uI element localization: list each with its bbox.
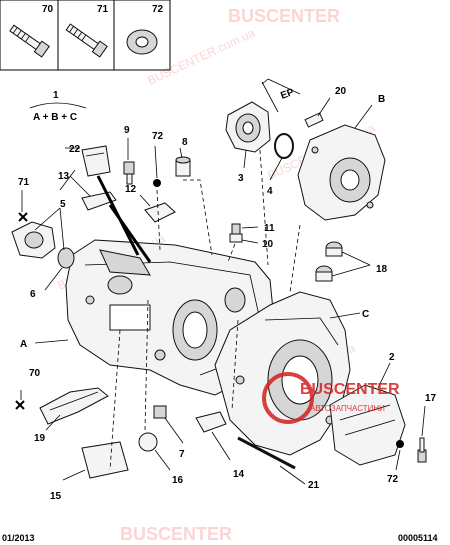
header-label-72: 72 [152,4,164,15]
callout-7: 7 [179,449,185,460]
header-label-71: 71 [97,4,109,15]
callout-labels: 22 71 13 5 6 A 70 19 15 9 72 8 12 11 10 … [18,86,437,502]
part-16-plug [138,432,158,452]
logo-ring-icon [262,372,314,424]
header-label-70: 70 [42,4,54,15]
callout-13: 13 [58,171,70,182]
bolt-70-icon [9,24,50,58]
callout-15: 15 [50,491,62,502]
part-5-seal-housing [11,221,56,259]
callout-21: 21 [308,480,320,491]
logo-text: BUSCENTER [300,381,400,398]
part-20-pin [304,112,324,128]
part-3-bearing-housing [225,101,271,153]
callout-12: 12 [125,184,137,195]
dashed-guides [109,149,301,471]
callout-9: 9 [124,125,130,136]
part-15-pad [81,441,129,479]
footer-date: 01/2013 [2,533,35,543]
part-72-marker [153,179,161,187]
callout-17: 17 [425,393,437,404]
assembly-number: 1 [53,90,59,101]
callout-3: 3 [238,173,244,184]
callout-b: B [378,94,385,105]
part-6-seal [57,247,75,269]
callout-a: A [20,339,27,350]
callout-22: 22 [69,144,81,155]
part-22-bracket [81,145,111,177]
part-72b-marker [396,440,404,448]
callout-20: 20 [335,86,347,97]
callout-19: 19 [34,433,46,444]
watermark-bottom: BUSCENTER [120,524,232,544]
part-11-sensor [229,223,243,243]
thick-leaders [96,175,152,263]
callout-10: 10 [262,239,274,250]
part-14-clip [195,411,227,433]
callout-18: 18 [376,264,388,275]
assembly-label: 1 A + B + C [29,90,87,123]
header-box-72 [113,0,171,71]
header-parts-row: 70 71 72 [0,0,171,71]
ep-label: EP [279,87,296,102]
logo-subtitle: АВТОЗАПЧАСТИНИ [310,404,385,413]
part-8-sleeve [175,156,191,177]
part-2-cover [329,384,406,466]
bolt-71-icon [65,23,108,58]
callout-8: 8 [182,137,188,148]
buscenter-logo: BUSCENTER АВТОЗАПЧАСТИНИ [262,372,400,424]
leader-lines [20,97,426,485]
callout-c: C [362,309,369,320]
assembly-formula: A + B + C [33,112,77,123]
part-21-rod [237,436,296,470]
part-4-o-ring [274,133,294,159]
part-12-block [144,202,176,223]
rear-cover-b [297,124,386,221]
callout-14: 14 [233,469,245,480]
part-18-plugs [315,241,343,282]
cross-markers [15,212,28,410]
callout-11: 11 [264,223,275,234]
part-7-bush [153,405,167,419]
callout-5: 5 [60,199,66,210]
part-17-bolt [417,437,427,463]
part-9-bolt [123,161,135,185]
watermark-diagonal-1: BUSCENTER.com.ua [145,26,257,88]
callout-72b: 72 [387,474,399,485]
ep-dimension: EP [261,78,301,113]
callout-2: 2 [389,352,395,363]
callout-16: 16 [172,475,184,486]
callout-6: 6 [30,289,36,300]
footer-code: 00005114 [398,533,438,543]
part-19-shield [39,387,109,425]
callout-72a: 72 [152,131,164,142]
callout-4: 4 [267,186,273,197]
washer-72-icon [126,29,158,55]
watermark-top: BUSCENTER [228,6,340,26]
callout-71: 71 [18,177,30,188]
callout-70: 70 [29,368,41,379]
